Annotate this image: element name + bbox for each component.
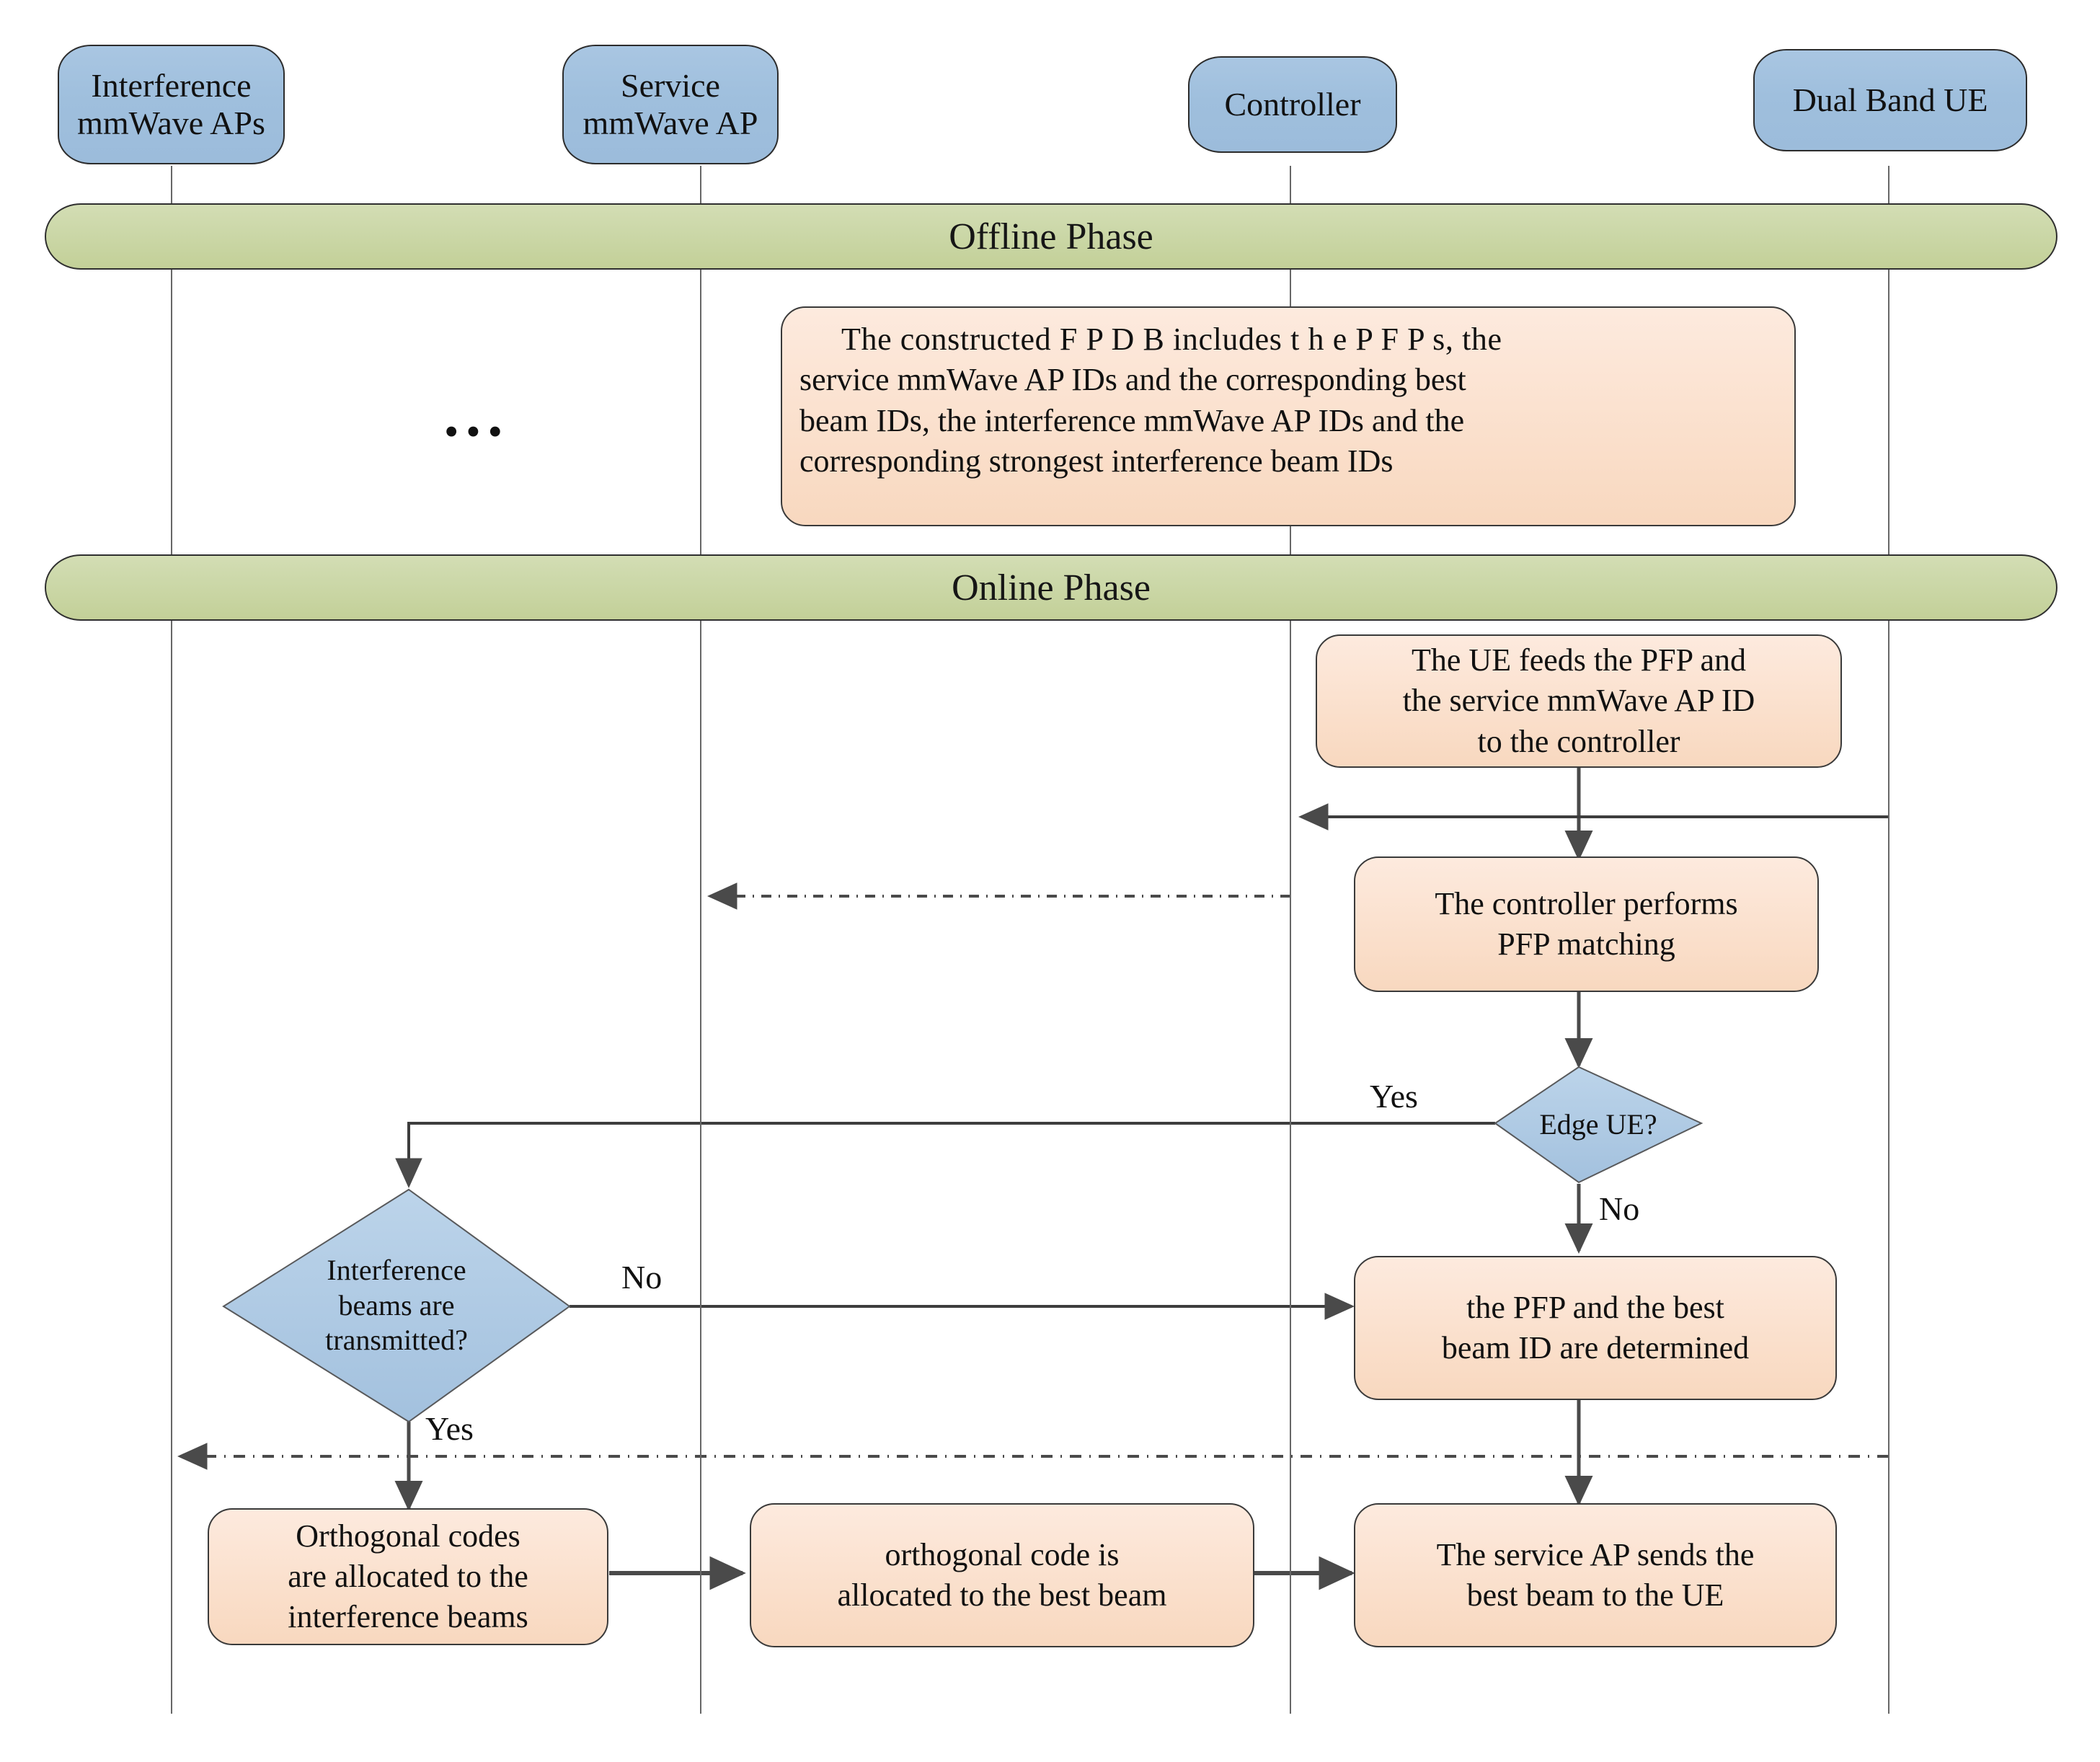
node-controller-pfp-matching: The controller performs PFP matching xyxy=(1354,856,1819,992)
node-controller-pfp-matching-text: The controller performs PFP matching xyxy=(1435,884,1737,965)
lifeline-head-service-ap[interactable]: Service mmWave AP xyxy=(562,45,779,164)
lifeline-head-interference-aps[interactable]: Interference mmWave APs xyxy=(58,45,285,164)
node-line-2: PFP matching xyxy=(1497,926,1675,962)
node-line-3: interference beams xyxy=(288,1599,528,1635)
node-line-1: Edge UE? xyxy=(1539,1107,1657,1141)
lifeline-label-interference-aps: Interference mmWave APs xyxy=(77,67,265,141)
node-line-2: the service mmWave AP ID xyxy=(1402,683,1755,719)
edge-edgeue-yes-to-interference xyxy=(395,1122,1495,1189)
node-line-1: Interference xyxy=(327,1253,466,1286)
node-orthogonal-codes-interference-text: Orthogonal codes are allocated to the in… xyxy=(288,1516,528,1638)
lifeline-line-dual-band-ue xyxy=(1888,166,1889,1714)
lifeline-label-line1: Interference xyxy=(91,67,252,105)
note-fpdb-line-1: The constructed F P D B includes t h e P… xyxy=(841,322,1502,357)
note-fpdb-line-2: service mmWave AP IDs and the correspond… xyxy=(799,362,1466,398)
node-orthogonal-code-best-beam: orthogonal code is allocated to the best… xyxy=(750,1503,1254,1647)
lifeline-head-controller[interactable]: Controller xyxy=(1188,56,1397,153)
lifeline-label-controller: Controller xyxy=(1224,86,1361,123)
node-edge-ue-decision-label: Edge UE? xyxy=(1495,1067,1701,1182)
node-interference-beams-decision: Interference beams are transmitted? xyxy=(223,1190,570,1422)
lifeline-label-line2: mmWave AP xyxy=(582,105,758,141)
node-line-2: beams are xyxy=(338,1288,455,1322)
lifeline-label-dual-band-ue: Dual Band UE xyxy=(1792,81,1988,119)
node-line-2: are allocated to the xyxy=(288,1558,528,1594)
node-line-3: to the controller xyxy=(1477,723,1680,759)
edge-label-edge-ue-no: No xyxy=(1599,1190,1640,1227)
node-ue-feeds-pfp-text: The UE feeds the PFP and the service mmW… xyxy=(1403,640,1755,762)
node-service-ap-sends-best-beam-text: The service AP sends the best beam to th… xyxy=(1437,1535,1755,1616)
node-line-1: The controller performs xyxy=(1435,885,1738,921)
edge-ue-to-controller xyxy=(1298,766,1889,862)
node-line-1: The service AP sends the xyxy=(1436,1536,1755,1572)
node-pfp-best-beam-determined-text: the PFP and the best beam ID are determi… xyxy=(1442,1288,1749,1369)
phase-banner-online-label: Online Phase xyxy=(952,567,1151,608)
node-line-1: the PFP and the best xyxy=(1466,1289,1724,1325)
node-ue-feeds-pfp: The UE feeds the PFP and the service mmW… xyxy=(1316,634,1842,768)
lifeline-line-service-ap xyxy=(700,166,701,1714)
note-fpdb-line-3: beam IDs, the interference mmWave AP IDs… xyxy=(799,402,1465,438)
node-service-ap-sends-best-beam: The service AP sends the best beam to th… xyxy=(1354,1503,1837,1647)
offline-ellipsis: ••• xyxy=(444,408,510,455)
node-interference-text: Interference beams are transmitted? xyxy=(325,1253,468,1358)
node-edge-ue-decision: Edge UE? xyxy=(1495,1067,1701,1182)
edge-label-interference-no: No xyxy=(621,1259,663,1296)
lifeline-label-line1: Service xyxy=(621,67,720,105)
edge-label-interference-yes: Yes xyxy=(425,1410,474,1447)
node-line-3: transmitted? xyxy=(325,1324,468,1357)
node-line-2: beam ID are determined xyxy=(1441,1330,1750,1365)
phase-banner-offline: Offline Phase xyxy=(45,203,2057,270)
lifeline-label-service-ap: Service mmWave AP xyxy=(583,67,758,141)
node-line-1: Orthogonal codes xyxy=(296,1518,520,1554)
phase-banner-online: Online Phase xyxy=(45,554,2057,621)
node-pfp-best-beam-determined: the PFP and the best beam ID are determi… xyxy=(1354,1256,1837,1400)
note-fpdb-line-4: corresponding strongest interference bea… xyxy=(799,443,1394,479)
lifeline-label-line2: mmWave APs xyxy=(77,105,265,141)
lifeline-line-controller xyxy=(1290,166,1291,1714)
node-interference-beams-decision-label: Interference beams are transmitted? xyxy=(223,1190,570,1422)
node-line-2: best beam to the UE xyxy=(1466,1577,1724,1613)
lifeline-line-interference-aps xyxy=(171,166,172,1714)
node-line-1: The UE feeds the PFP and xyxy=(1412,642,1746,678)
node-orthogonal-codes-interference: Orthogonal codes are allocated to the in… xyxy=(208,1508,608,1645)
edge-label-edge-ue-yes: Yes xyxy=(1370,1078,1418,1115)
node-line-1: orthogonal code is xyxy=(885,1536,1120,1572)
node-orthogonal-code-best-beam-text: orthogonal code is allocated to the best… xyxy=(838,1535,1167,1616)
node-line-2: allocated to the best beam xyxy=(837,1577,1167,1613)
note-fpdb: The constructed F P D B includes t h e P… xyxy=(781,306,1796,526)
lifeline-head-dual-band-ue[interactable]: Dual Band UE xyxy=(1753,49,2027,151)
phase-banner-offline-label: Offline Phase xyxy=(949,216,1153,257)
